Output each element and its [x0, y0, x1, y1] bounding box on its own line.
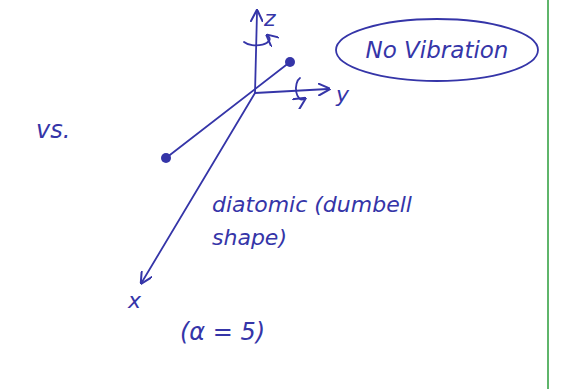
- x-axis: [142, 93, 255, 282]
- note-text: diatomic (dumbell shape): [212, 188, 427, 254]
- note-text: (α = 5): [180, 314, 265, 350]
- axis-label: x: [128, 284, 141, 317]
- atom-dot: [285, 57, 295, 67]
- z-axis: [255, 12, 257, 93]
- axis-label: z: [264, 2, 276, 35]
- circled-note: No Vibration: [334, 17, 540, 83]
- dumbbell-rod: [166, 62, 290, 158]
- axis-label: y: [336, 78, 349, 111]
- y-axis: [255, 89, 328, 93]
- note-text: No Vibration: [366, 37, 572, 63]
- rotation-arrow: [244, 36, 270, 45]
- margin-line: [547, 0, 549, 389]
- rotation-arrow: [296, 78, 304, 100]
- atom-dot: [161, 153, 171, 163]
- note-text: vs.: [36, 112, 70, 148]
